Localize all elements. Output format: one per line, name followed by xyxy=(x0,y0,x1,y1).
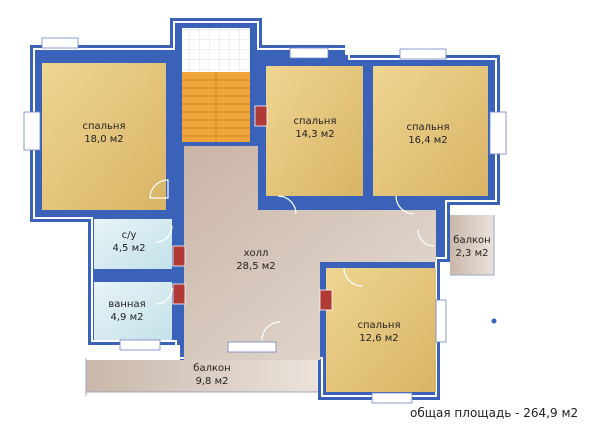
room-bedroom-1 xyxy=(42,63,166,210)
windows xyxy=(23,37,507,404)
room-area: 4,9 м2 xyxy=(110,312,144,323)
room-wc xyxy=(94,219,172,269)
staircase xyxy=(182,72,250,142)
room-hall xyxy=(184,146,436,360)
label-bathroom: ванная 4,9 м2 xyxy=(100,298,154,324)
room-area: 28,5 м2 xyxy=(236,261,276,272)
room-bedroom-2 xyxy=(266,66,363,196)
room-name: ванная xyxy=(108,299,146,310)
room-area: 4,5 м2 xyxy=(112,243,146,254)
label-balcony-large: балкон 9,8 м2 xyxy=(182,362,242,388)
label-wc: с/у 4,5 м2 xyxy=(104,229,154,255)
room-bedroom-4 xyxy=(326,268,436,392)
room-bedroom-3 xyxy=(373,66,488,196)
label-balcony-small: балкон 2,3 м2 xyxy=(448,234,496,260)
room-area: 2,3 м2 xyxy=(455,248,489,259)
label-bedroom-4: спальня 12,6 м2 xyxy=(349,319,409,345)
door-swings xyxy=(149,179,435,341)
room-name: с/у xyxy=(121,230,137,241)
room-name: спальня xyxy=(293,116,337,127)
room-name: балкон xyxy=(193,363,231,374)
vent-shafts xyxy=(172,105,333,311)
balcony-small xyxy=(450,215,494,275)
room-area: 16,4 м2 xyxy=(408,135,448,146)
balcony-large xyxy=(86,360,318,392)
room-name: спальня xyxy=(357,320,401,331)
room-name: балкон xyxy=(453,235,491,246)
label-hall: холл 28,5 м2 xyxy=(226,247,286,273)
label-bedroom-1: спальня 18,0 м2 xyxy=(74,120,134,146)
marker-dot xyxy=(491,318,497,324)
room-bathroom xyxy=(94,282,172,340)
label-bedroom-2: спальня 14,3 м2 xyxy=(285,115,345,141)
stair-landing xyxy=(182,28,250,72)
room-name: спальня xyxy=(82,121,126,132)
room-name: спальня xyxy=(406,122,450,133)
room-area: 18,0 м2 xyxy=(84,134,124,145)
total-area: общая площадь - 264,9 м2 xyxy=(410,406,579,420)
room-area: 14,3 м2 xyxy=(295,129,335,140)
room-name: холл xyxy=(243,248,269,259)
label-bedroom-3: спальня 16,4 м2 xyxy=(398,121,458,147)
room-area: 9,8 м2 xyxy=(195,376,229,387)
room-area: 12,6 м2 xyxy=(359,333,399,344)
